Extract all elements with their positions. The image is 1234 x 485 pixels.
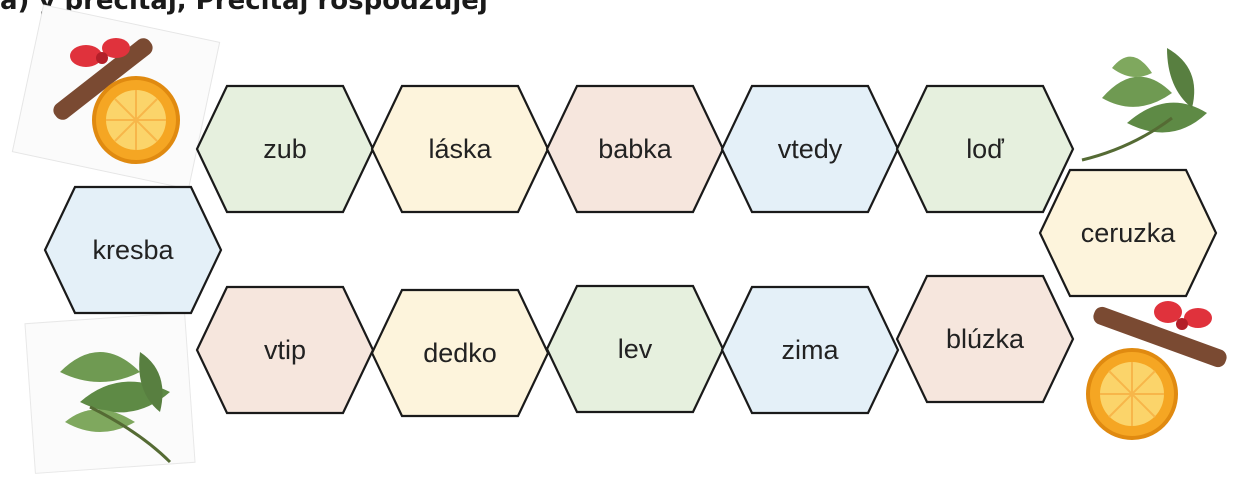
- exercise-instruction: a) y precitaj, Precitaj rospodzujej: [0, 0, 488, 16]
- hex-word: ceruzka: [1080, 217, 1176, 248]
- hex-tile: loď: [895, 84, 1075, 214]
- hex-word: lev: [617, 333, 653, 364]
- hex-word: vtip: [263, 334, 307, 365]
- hex-word: babka: [598, 133, 672, 164]
- leaf-icon: [20, 312, 200, 480]
- hex-word: vtedy: [777, 133, 843, 164]
- hex-tile: láska: [370, 84, 550, 214]
- hex-word: láska: [428, 133, 492, 164]
- hex-word: zima: [781, 334, 839, 365]
- hex-tile: vtip: [195, 285, 375, 415]
- hex-tile: zima: [720, 285, 900, 415]
- hex-word: kresba: [92, 234, 174, 265]
- hex-tile: kresba: [43, 185, 223, 315]
- orange-cinnamon-icon: [1080, 292, 1230, 452]
- hex-tile: babka: [545, 84, 725, 214]
- hex-tile: lev: [545, 284, 725, 414]
- hex-tile: zub: [195, 84, 375, 214]
- hex-tile: vtedy: [720, 84, 900, 214]
- hex-tile: ceruzka: [1038, 168, 1218, 298]
- hex-tile: blúzka: [895, 274, 1075, 404]
- hex-word: dedko: [423, 337, 497, 368]
- orange-cinnamon-icon: [8, 4, 223, 190]
- hex-word: zub: [263, 133, 307, 164]
- hex-word: loď: [966, 133, 1004, 164]
- hex-tile: dedko: [370, 288, 550, 418]
- hex-word: blúzka: [945, 323, 1025, 354]
- leaf-icon: [1072, 38, 1222, 168]
